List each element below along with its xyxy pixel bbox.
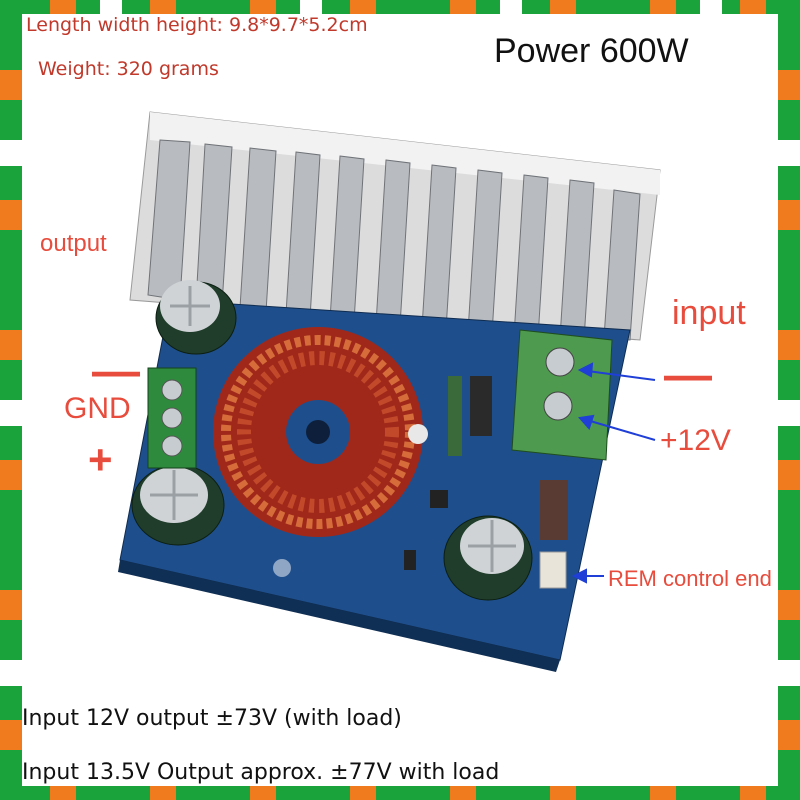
weight-text: Weight: 320 grams bbox=[38, 58, 219, 80]
output-label: output bbox=[40, 230, 107, 257]
spec-line-1: Input 12V output ±73V (with load) bbox=[22, 706, 402, 731]
gnd-label: GND bbox=[64, 392, 131, 425]
spec-line-2: Input 13.5V Output approx. ±77V with loa… bbox=[22, 760, 500, 785]
dimensions-text: Length width height: 9.8*9.7*5.2cm bbox=[26, 14, 368, 36]
input-minus-label: — bbox=[664, 349, 712, 402]
rem-control-label: REM control end bbox=[608, 566, 772, 591]
output-minus-label: — bbox=[92, 345, 140, 398]
input-label: input bbox=[672, 294, 746, 332]
output-plus-label: + bbox=[88, 436, 113, 483]
input-12v-label: +12V bbox=[660, 424, 731, 457]
power-title: Power 600W bbox=[494, 32, 689, 70]
